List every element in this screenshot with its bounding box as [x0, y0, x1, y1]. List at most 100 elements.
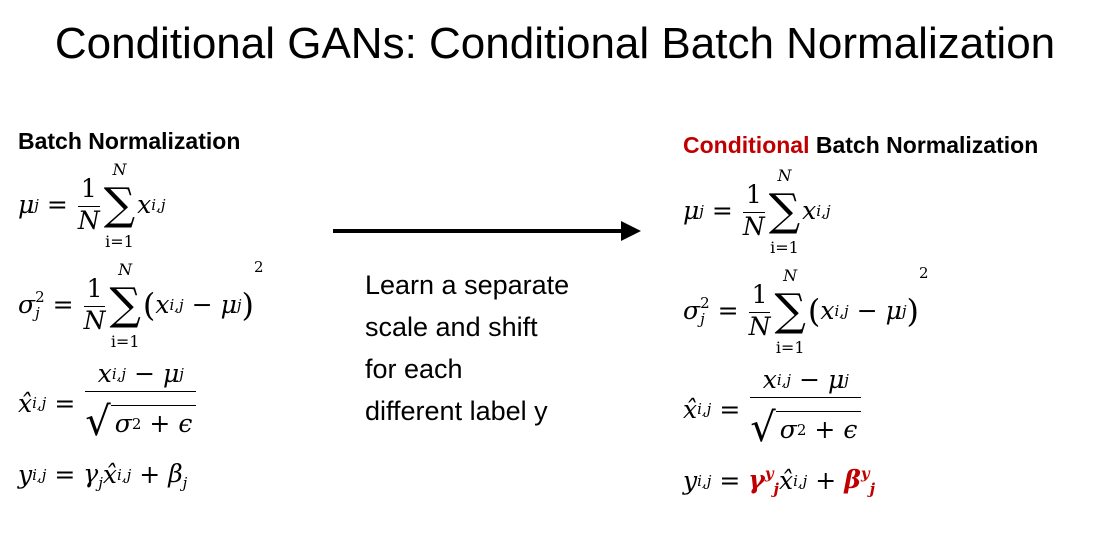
- math-symbol: i,j: [32, 394, 47, 413]
- math-symbol: ): [906, 292, 920, 331]
- math-symbol: i=1: [775, 337, 805, 357]
- math-symbol: μ: [828, 365, 845, 394]
- math-symbol: μ: [683, 196, 700, 226]
- math-symbol: j: [98, 474, 103, 492]
- math-symbol: =: [719, 466, 741, 496]
- math-symbol: y: [860, 464, 870, 483]
- left-header: Batch Normalization: [18, 128, 241, 154]
- math-symbol: N: [118, 260, 133, 279]
- math-symbol: N∑i=1: [109, 260, 140, 351]
- math-symbol: j: [34, 196, 39, 215]
- math-symbol: =: [52, 290, 74, 320]
- math-symbol: [750, 396, 862, 398]
- math-symbol: ϵ: [178, 408, 193, 438]
- math-symbol: x: [802, 196, 817, 226]
- math-symbol: γ: [83, 459, 99, 488]
- math-symbol: −: [191, 290, 213, 320]
- math-symbol: N: [777, 166, 792, 185]
- math-symbol: y: [683, 466, 698, 496]
- math-symbol: +: [149, 408, 171, 438]
- math-symbol: 2: [700, 293, 710, 312]
- math-symbol: i,j: [111, 364, 127, 383]
- math-symbol: i=1: [105, 231, 134, 251]
- math-symbol: i,j: [834, 302, 849, 321]
- math-symbol: [83, 306, 106, 308]
- math-symbol: i,j: [793, 472, 808, 490]
- math-symbol: N∑i=1: [769, 166, 800, 257]
- math-symbol: =: [54, 388, 76, 418]
- math-symbol: =: [719, 394, 741, 424]
- math-symbol: [742, 212, 765, 214]
- math-symbol: i,j: [32, 466, 47, 484]
- math-symbol: i=1: [110, 331, 140, 351]
- math-symbol: i,j: [697, 472, 712, 490]
- math-symbol: y: [18, 460, 33, 490]
- middle-line: different label y: [365, 396, 548, 426]
- math-symbol: i,j: [816, 202, 831, 221]
- math-symbol: [85, 390, 197, 392]
- math-symbol: 2: [131, 414, 142, 433]
- math-symbol: +: [815, 466, 837, 496]
- math-symbol: μ: [163, 359, 180, 388]
- math-symbol: i,j: [151, 196, 166, 215]
- math-symbol: ∑: [109, 279, 141, 331]
- slide-title: Conditional GANs: Conditional Batch Norm…: [54, 19, 1056, 68]
- math-symbol: N∑i=1: [774, 266, 805, 357]
- math-symbol: x: [762, 365, 777, 394]
- math-symbol: =: [54, 460, 76, 490]
- math-symbol: 2: [919, 264, 929, 282]
- math-symbol: x̂: [683, 394, 698, 424]
- math-symbol: −: [799, 365, 821, 394]
- middle-text: Learn a separate scale and shift for eac…: [365, 264, 569, 432]
- math-symbol: x̂: [778, 466, 794, 496]
- math-symbol: x: [155, 290, 170, 320]
- math-symbol: i,j: [117, 466, 132, 484]
- math-symbol: μ: [885, 296, 902, 326]
- math-symbol: =: [717, 296, 739, 326]
- math-symbol: j: [773, 480, 779, 498]
- math-symbol: j: [700, 309, 705, 328]
- math-symbol: N: [83, 306, 106, 336]
- math-symbol: j: [699, 202, 704, 221]
- math-symbol: i,j: [169, 296, 184, 315]
- math-symbol: x: [97, 359, 112, 388]
- math-symbol: x̂: [18, 388, 33, 418]
- math-symbol: N∑i=1: [104, 160, 135, 251]
- right-header: Conditional Batch Normalization: [683, 132, 1038, 158]
- middle-line: scale and shift: [365, 312, 538, 342]
- math-symbol: γj: [83, 459, 103, 492]
- math-symbol: 1: [80, 174, 97, 204]
- math-symbol: x: [137, 190, 152, 220]
- math-symbol: i,j: [776, 370, 792, 389]
- math-symbol: [748, 312, 771, 314]
- math-symbol: −: [134, 359, 156, 388]
- math-symbol: +: [814, 414, 836, 444]
- math-symbol: 2: [35, 287, 45, 306]
- conditional-param: γyj: [748, 465, 779, 498]
- math-symbol: i=1: [770, 237, 799, 257]
- math-symbol: j: [182, 474, 188, 492]
- math-symbol: (: [142, 286, 156, 325]
- math-symbol: j: [869, 480, 876, 498]
- math-symbol: N: [783, 266, 798, 285]
- conditional-param: βyj: [844, 464, 876, 498]
- math-symbol: β: [168, 459, 183, 488]
- math-symbol: N: [112, 160, 127, 179]
- math-symbol: +: [139, 460, 161, 490]
